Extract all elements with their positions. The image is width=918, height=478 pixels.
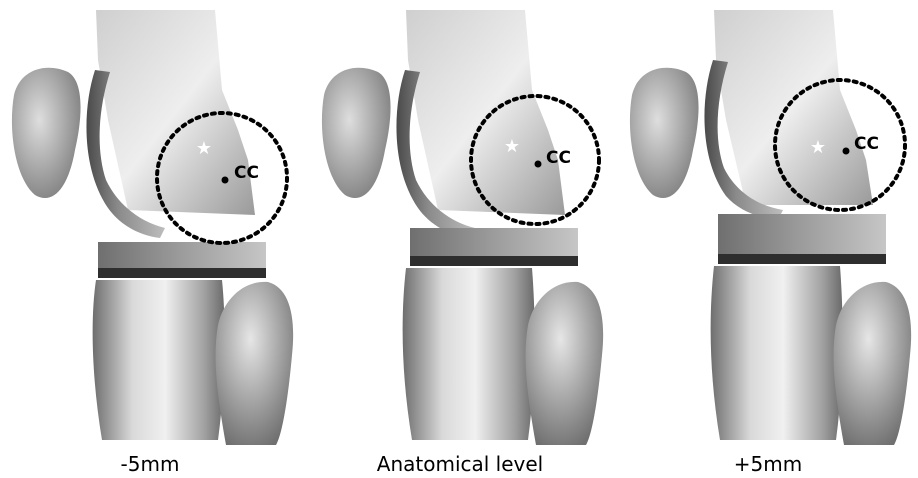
knee-model-image: ★ CC xyxy=(618,0,918,450)
femur-bone xyxy=(714,10,873,205)
panel-plus-5mm: ★ CC +5mm xyxy=(618,0,918,478)
cc-point xyxy=(535,161,542,168)
panel-minus-5mm: ★ CC -5mm xyxy=(0,0,300,478)
fibula xyxy=(526,282,604,445)
tibia-bone xyxy=(403,268,535,440)
panel-label: +5mm xyxy=(618,452,918,476)
cc-label: CC xyxy=(854,134,879,154)
knee-model-image: ★ CC xyxy=(310,0,610,450)
knee-model-image: ★ CC xyxy=(0,0,300,450)
tibia-bone xyxy=(711,266,843,440)
tibial-tray xyxy=(718,254,886,264)
star-marker-icon: ★ xyxy=(196,138,212,159)
tibial-insert xyxy=(718,214,886,254)
patella xyxy=(12,68,81,198)
cc-point xyxy=(843,148,850,155)
tibial-tray xyxy=(98,268,266,278)
panel-anatomical-level: ★ CC Anatomical level xyxy=(310,0,610,478)
femur-bone xyxy=(406,10,565,215)
panel-label: Anatomical level xyxy=(310,452,610,476)
tibia-bone xyxy=(93,280,225,440)
tibial-tray xyxy=(410,256,578,266)
star-marker-icon: ★ xyxy=(810,137,826,158)
fibula xyxy=(216,282,294,445)
cc-point xyxy=(222,177,229,184)
panel-label: -5mm xyxy=(0,452,300,476)
cc-label: CC xyxy=(546,148,571,168)
cc-label: CC xyxy=(234,163,259,183)
fibula xyxy=(834,282,912,445)
patella xyxy=(322,68,391,198)
star-marker-icon: ★ xyxy=(504,136,520,157)
patella xyxy=(630,68,699,198)
tibial-insert xyxy=(410,228,578,260)
